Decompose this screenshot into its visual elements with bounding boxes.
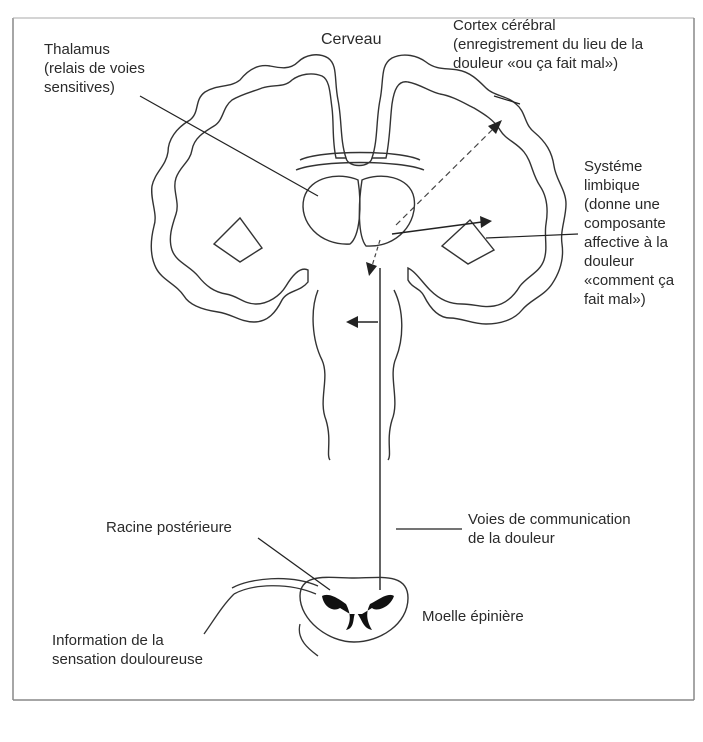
brainstem — [313, 290, 402, 460]
label-voies: Voies de communication de la douleur — [468, 510, 631, 548]
label-thalamus-line-3: sensitives) — [44, 78, 145, 97]
cortex-pathway-dashed — [396, 130, 492, 225]
thalamus-shape — [303, 176, 414, 246]
label-information: Information de la sensation douloureuse — [52, 631, 203, 669]
anterior-root — [299, 624, 318, 656]
central-canal — [354, 610, 359, 615]
right-hemisphere-outer — [372, 55, 566, 324]
cortex-leader — [494, 96, 520, 104]
label-cortex-line-3: douleur «ou ça fait mal») — [453, 54, 643, 73]
left-ventricle — [214, 218, 262, 262]
thalamus-left-lobe — [303, 176, 360, 244]
limbique-leader — [486, 234, 578, 238]
label-cortex-line-1: Cortex cérébral — [453, 16, 643, 35]
root-line-lower — [234, 586, 316, 594]
label-racine: Racine postérieure — [106, 518, 232, 537]
label-information-line-1: Information de la — [52, 631, 203, 650]
label-limbique-line-4: composante — [584, 214, 674, 233]
spinal-cord — [300, 577, 408, 642]
left-hemisphere-outer — [151, 55, 346, 322]
brainstem-arrowhead — [346, 316, 358, 328]
spinal-cord-outline — [300, 577, 408, 642]
down-arrowhead — [366, 262, 377, 276]
label-thalamus: Thalamus (relais de voies sensitives) — [44, 40, 145, 97]
callosum-upper — [300, 153, 420, 161]
label-limbique-line-7: «comment ça — [584, 271, 674, 290]
label-limbique-line-3: (donne une — [584, 195, 674, 214]
label-cerveau: Cerveau — [321, 30, 381, 49]
label-cortex: Cortex cérébral (enregistrement du lieu … — [453, 16, 643, 73]
limbic-arrowhead — [480, 216, 492, 228]
label-information-line-2: sensation douloureuse — [52, 650, 203, 669]
label-thalamus-line-1: Thalamus — [44, 40, 145, 59]
thalamus-right-lobe — [359, 176, 414, 246]
label-limbique-line-6: douleur — [584, 252, 674, 271]
callosum-lower — [296, 163, 424, 171]
limbic-arrow-line — [392, 222, 482, 234]
label-limbique-line-8: fait mal») — [584, 290, 674, 309]
thalamus-down-dashed — [372, 240, 380, 266]
label-limbique: Systéme limbique (donne une composante a… — [584, 157, 674, 309]
corpus-callosum — [296, 153, 424, 171]
thalamus-leader — [140, 96, 318, 196]
label-limbique-line-5: affective à la — [584, 233, 674, 252]
nerve-line — [204, 594, 234, 634]
brainstem-right-edge — [388, 290, 402, 460]
label-limbique-line-2: limbique — [584, 176, 674, 195]
brainstem-left-edge — [313, 290, 330, 460]
racine-leader — [258, 538, 330, 590]
label-voies-line-1: Voies de communication — [468, 510, 631, 529]
label-moelle: Moelle épinière — [422, 607, 524, 626]
label-thalamus-line-2: (relais de voies — [44, 59, 145, 78]
fissure-bottom — [346, 158, 372, 166]
label-cortex-line-2: (enregistrement du lieu de la — [453, 35, 643, 54]
label-voies-line-2: de la douleur — [468, 529, 631, 548]
label-limbique-line-1: Systéme — [584, 157, 674, 176]
